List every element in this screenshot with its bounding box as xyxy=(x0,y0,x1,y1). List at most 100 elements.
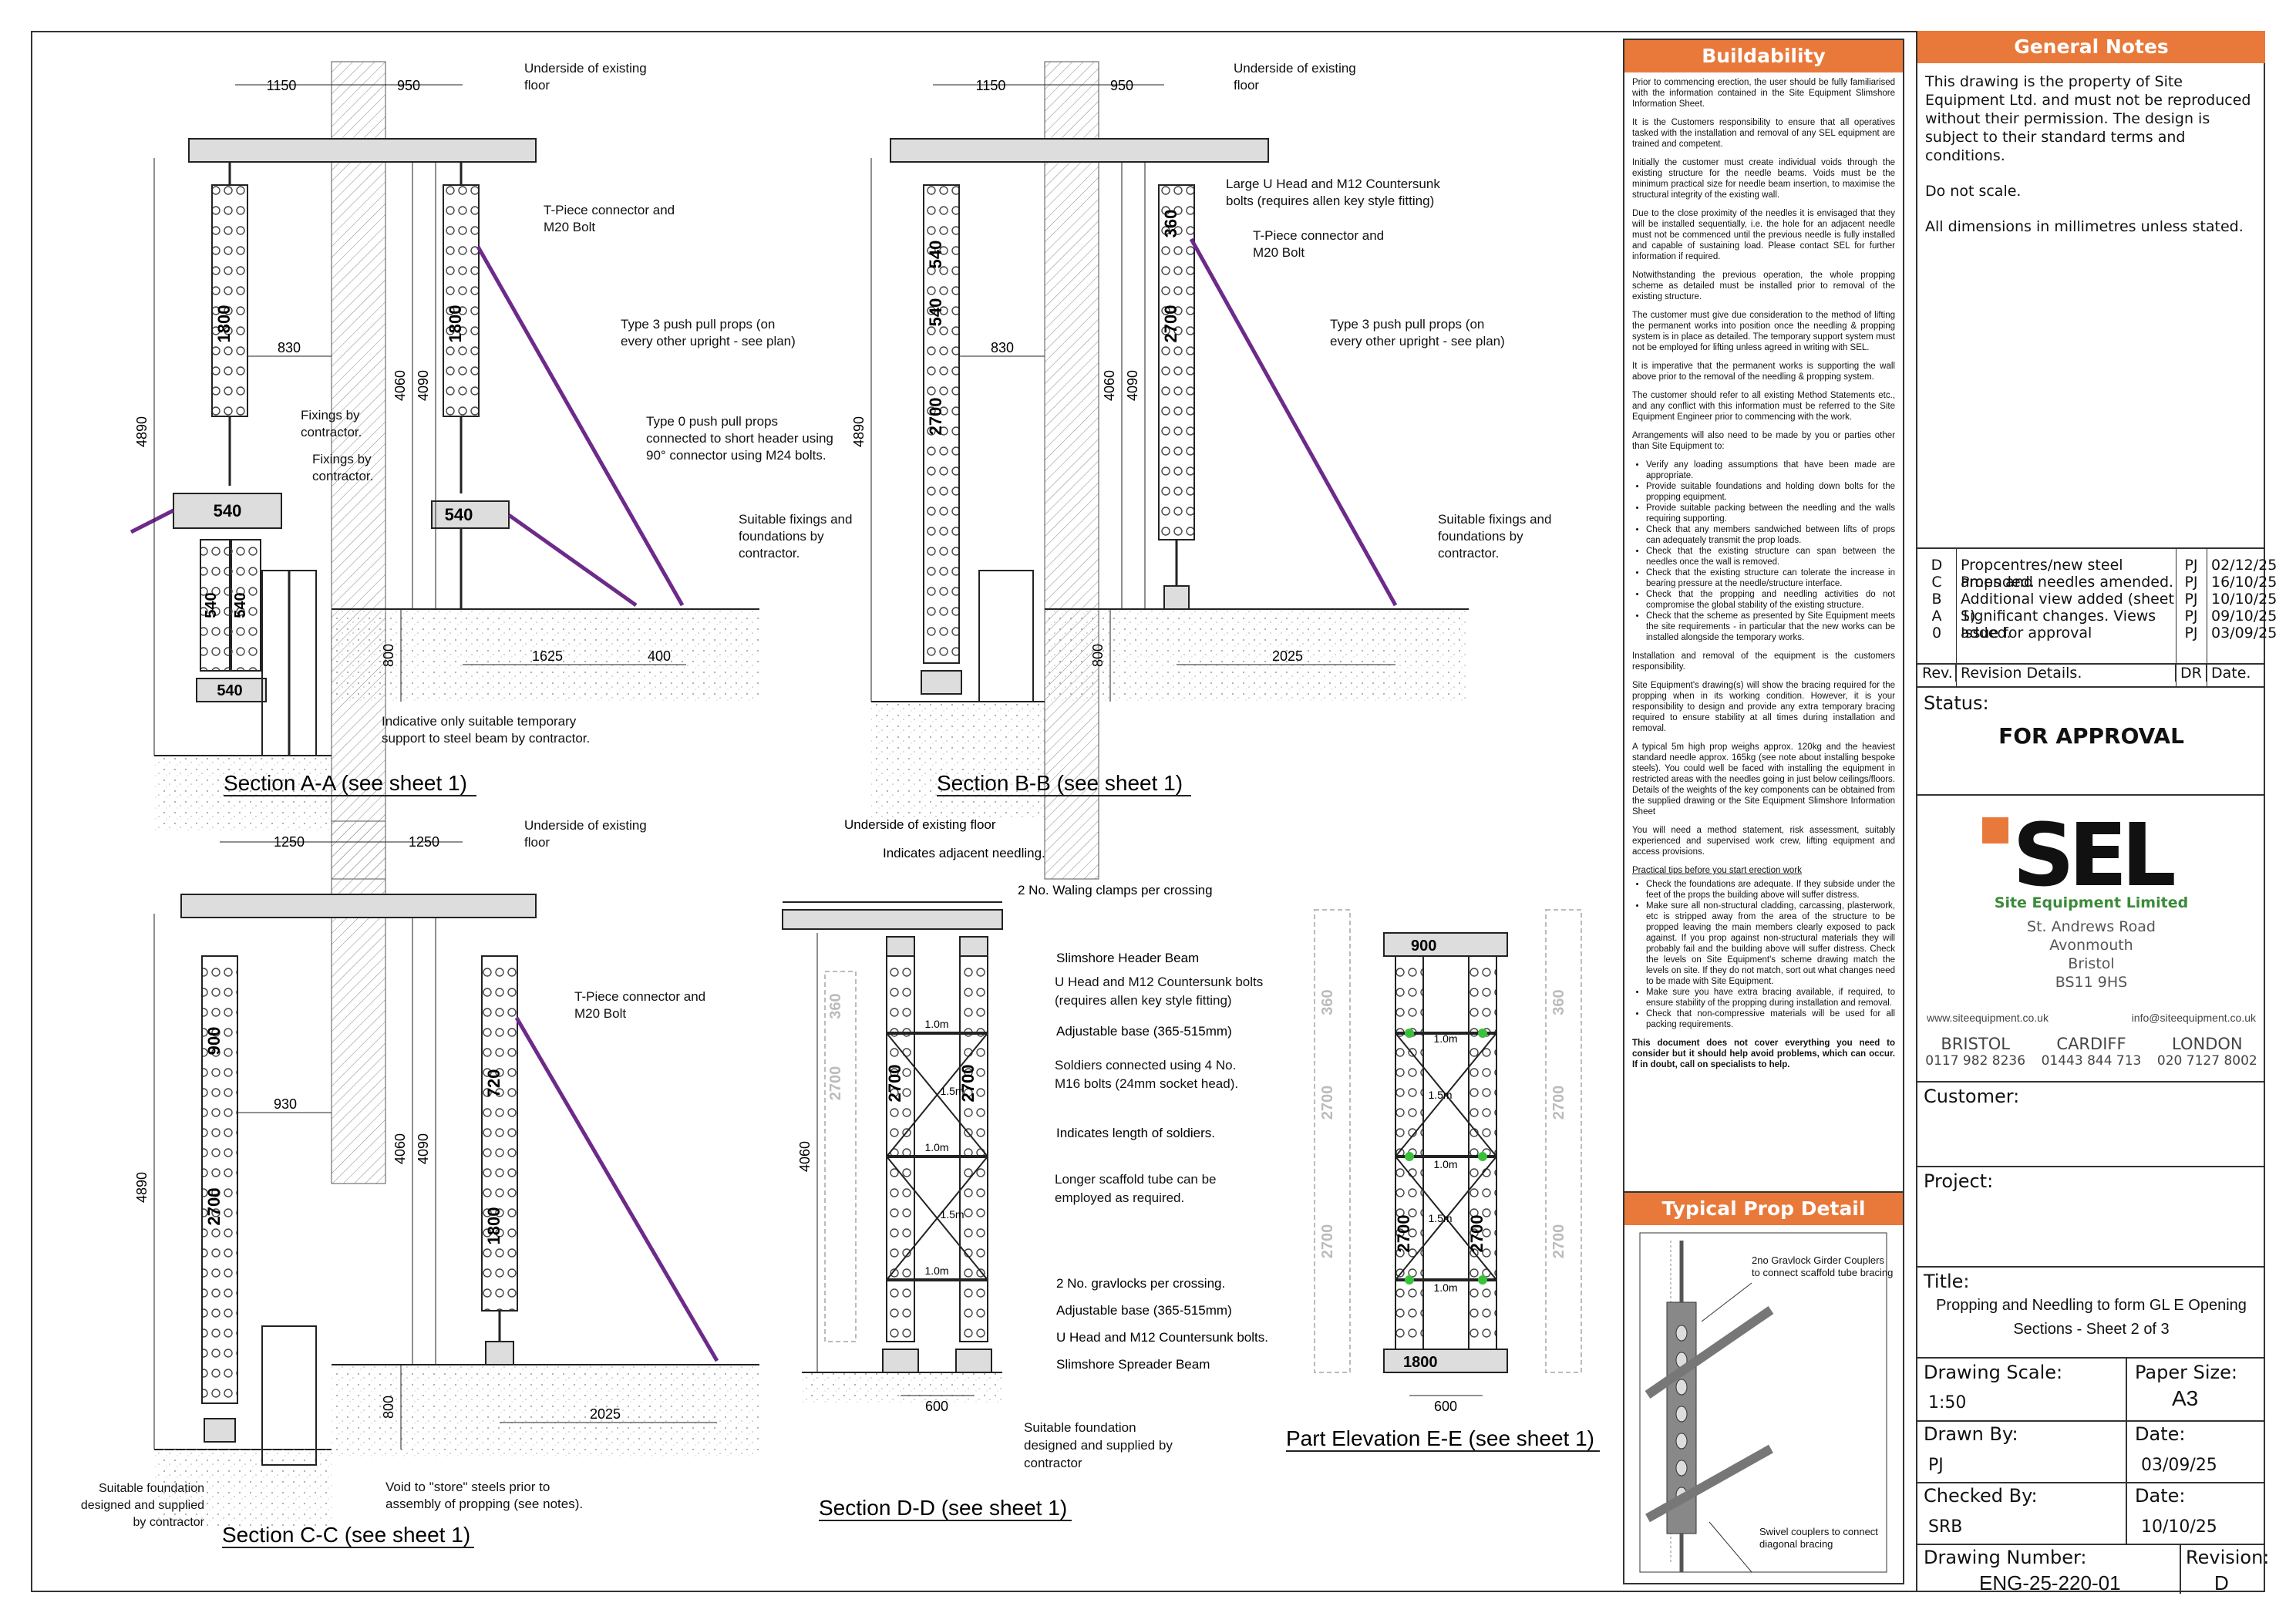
buildability-bullet: Check that the scheme as presented by Si… xyxy=(1646,611,1895,643)
buildability-title: Buildability Considerations xyxy=(1624,40,1903,99)
note-b-foundations: Suitable fixings and foundations by cont… xyxy=(1438,512,1552,561)
email-link[interactable]: info@siteequipment.co.uk xyxy=(2131,1012,2256,1024)
buildability-paragraph: Practical tips before you start erection… xyxy=(1632,866,1802,875)
soldier-c-s4: 1800 xyxy=(484,1207,503,1245)
soldier-d-ghost2: 2700 xyxy=(827,1066,844,1101)
dim-e-m5: 1.0m xyxy=(1433,1281,1457,1294)
note-a-foundations: Suitable fixings and foundations by cont… xyxy=(739,512,853,561)
soldier-e-top: 900 xyxy=(1411,938,1436,955)
note-b-tpiece: T-Piece connector and M20 Bolt xyxy=(1253,228,1385,260)
revision-desc: Props and needles amended. xyxy=(1961,574,2174,591)
section-a: 1150 950 4890 4060 4090 800 830 1625 400… xyxy=(130,61,853,880)
note-d-11: Adjustable base (365-515mm) xyxy=(1056,1303,1232,1318)
buildability-paragraph: Initially the customer must create indiv… xyxy=(1632,158,1895,200)
scale-value: 1:50 xyxy=(1928,1393,1967,1413)
note-d-5: U Head and M12 Countersunk bolts (requir… xyxy=(1055,975,1264,1008)
date-value-2: 10/10/25 xyxy=(2141,1517,2217,1537)
section-b: 1150 950 4890 4060 4090 800 830 2025 540… xyxy=(851,61,1552,880)
status-box: Status: FOR APPROVAL xyxy=(1917,686,2265,794)
note-d-14: Suitable foundation designed and supplie… xyxy=(1024,1420,1173,1470)
soldier-a-low-a: 540 xyxy=(203,592,220,618)
project-label: Project: xyxy=(1924,1170,1994,1192)
logo-name: Site Equipment Limited xyxy=(1994,894,2189,911)
address-line-3: Bristol xyxy=(2068,955,2115,972)
dim-e-m4: 1.5m xyxy=(1428,1212,1452,1224)
buildability-bullet: Check that the existing structure can to… xyxy=(1646,567,1895,589)
buildability-paragraph: It is the Customers responsibility to en… xyxy=(1632,118,1895,149)
company-logo: SEL Site Equipment Limited xyxy=(1975,806,2207,911)
dim-c-d1: 2025 xyxy=(590,1406,621,1422)
soldier-e-g3: 2700 xyxy=(1319,1224,1336,1259)
soldier-a-header-left: 540 xyxy=(214,501,242,520)
dim-a-base-h: 800 xyxy=(381,644,396,667)
revision-dr: PJ xyxy=(2184,557,2198,574)
checked-value: SRB xyxy=(1928,1517,1963,1537)
note-a-type0: Type 0 push pull props connected to shor… xyxy=(646,414,833,463)
website-link[interactable]: www.siteequipment.co.uk xyxy=(1927,1012,2049,1024)
dim-b-mid-h2: 4090 xyxy=(1125,370,1140,401)
section-e-title: Part Elevation E-E (see sheet 1) xyxy=(1286,1426,1594,1450)
note-a-fix1: Fixings by contractor. xyxy=(301,408,362,439)
buildability-paragraph: Site Equipment's drawing(s) will show th… xyxy=(1632,681,1895,733)
general-note-2: Do not scale. xyxy=(1925,183,2022,200)
note-d-12: U Head and M12 Countersunk bolts. xyxy=(1056,1330,1268,1345)
dim-d-m4: 1.5m xyxy=(940,1208,964,1221)
soldier-d-ghost1: 360 xyxy=(827,993,844,1019)
general-notes-title: General Notes xyxy=(1917,31,2265,63)
dim-a-d2: 400 xyxy=(648,648,671,664)
status-value: FOR APPROVAL xyxy=(1998,723,2184,749)
soldier-e-g6: 2700 xyxy=(1550,1224,1567,1259)
dim-b-top1: 1150 xyxy=(976,78,1006,93)
revision-rev: C xyxy=(1931,574,1942,591)
revision-header-cell: DR xyxy=(2176,665,2207,682)
dim-c-mid-h2: 4090 xyxy=(416,1133,431,1164)
soldier-e-s1: 2700 xyxy=(1394,1215,1413,1253)
note-d-6: Adjustable base (365-515mm) xyxy=(1056,1024,1232,1039)
general-note-3: All dimensions in millimetres unless sta… xyxy=(1925,218,2244,235)
buildability-list: Verify any loading assumptions that have… xyxy=(1632,460,1895,643)
section-e: 600 1.0m 1.5m 1.0m 1.5m 1.0m 900 1800 27… xyxy=(1286,909,1600,1452)
soldier-d-s1: 2700 xyxy=(885,1065,904,1103)
buildability-paragraph: The customer should refer to all existin… xyxy=(1632,391,1895,422)
prop-detail-panel: Typical Prop Detail 2no Gravlock Girder … xyxy=(1623,1191,1904,1584)
paper-label: Paper Size: xyxy=(2135,1362,2237,1383)
dim-b-span: 830 xyxy=(991,340,1014,355)
dim-a-span: 830 xyxy=(278,340,301,355)
dim-b-mid-h1: 4060 xyxy=(1102,370,1117,401)
checked-label: Checked By: xyxy=(1924,1485,2038,1507)
soldier-b-s1: 540 xyxy=(926,241,945,269)
revision-dr: PJ xyxy=(2184,574,2198,591)
dim-d-w: 600 xyxy=(925,1399,948,1414)
customer-box: Customer: xyxy=(1917,1081,2265,1166)
revision-date: 02/12/25 xyxy=(2211,557,2277,574)
project-box: Project: xyxy=(1917,1166,2265,1266)
soldier-b-s4: 360 xyxy=(1161,210,1180,238)
note-a-type3: Type 3 push pull props (on every other u… xyxy=(621,317,796,349)
soldier-e-g2: 2700 xyxy=(1319,1086,1336,1120)
dim-b-d1: 2025 xyxy=(1272,648,1303,664)
dim-d-h: 4060 xyxy=(797,1141,813,1172)
buildability-body: Prior to commencing erection, the user s… xyxy=(1624,72,1903,1083)
dim-a-top1: 1150 xyxy=(267,78,297,93)
revision-dr: PJ xyxy=(2184,625,2198,641)
soldier-a-upper-left: 1800 xyxy=(214,305,234,343)
note-b-type3: Type 3 push pull props (on every other u… xyxy=(1330,317,1505,349)
note-d-4: Slimshore Header Beam xyxy=(1056,951,1199,965)
dim-c-span: 930 xyxy=(274,1096,297,1112)
drawing-number-value: ENG-25-220-01 xyxy=(1979,1571,2121,1594)
revision-rev: 0 xyxy=(1931,625,1942,641)
note-d-2: Indicates adjacent needling. xyxy=(883,846,1045,860)
logo-text: SEL xyxy=(2012,806,2176,906)
revision-date: 10/10/25 xyxy=(2211,591,2277,608)
soldier-c-s2: 2700 xyxy=(204,1188,224,1226)
note-c-tpiece: T-Piece connector and M20 Bolt xyxy=(574,989,706,1021)
drawing-title-1: Propping and Needling to form GL E Openi… xyxy=(1936,1297,2247,1314)
buildability-bullet: Check that non-compressive materials wil… xyxy=(1646,1008,1895,1030)
title-block: General Notes This drawing is the proper… xyxy=(1916,31,2277,1594)
dim-a-d1: 1625 xyxy=(532,648,563,664)
note-d-1: Underside of existing floor xyxy=(844,817,996,832)
drawing-number-label: Drawing Number: xyxy=(1924,1547,2087,1568)
